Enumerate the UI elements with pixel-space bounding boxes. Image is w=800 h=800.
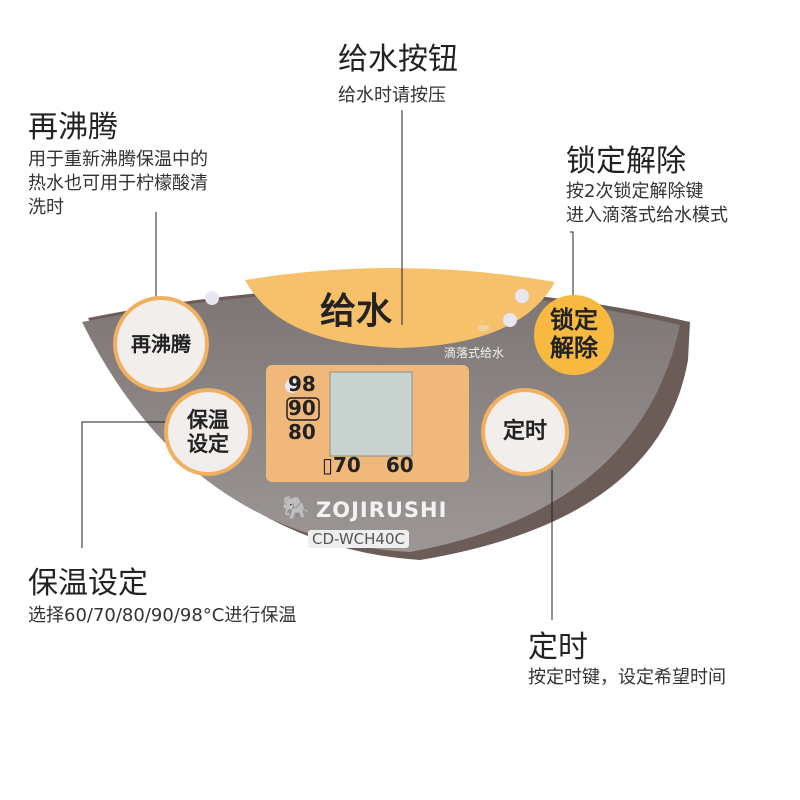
unlock-title: 锁定解除 — [566, 144, 686, 179]
keepwarm-button[interactable]: 保温设定 — [168, 392, 248, 472]
brand-logo: ZOJIRUSHI — [316, 498, 448, 522]
timer-button[interactable]: 定时 — [485, 392, 565, 472]
timer-desc: 按定时键，设定希望时间 — [528, 667, 726, 688]
reboil-button[interactable]: 再沸腾 — [117, 300, 205, 388]
keepwarm-title: 保温设定 — [28, 566, 148, 601]
drip-label: 滴落式给水 — [444, 346, 505, 360]
dispense-desc: 给水时请按压 — [338, 85, 446, 106]
reboil-title: 再沸腾 — [28, 110, 118, 145]
dispense-pad — [245, 267, 555, 348]
cup-icon: ☕ — [476, 316, 491, 335]
unlock-button[interactable]: 锁定解除 — [534, 295, 614, 375]
unlock-desc: 按2次锁定解除键 进入滴落式给水模式 — [566, 181, 728, 226]
lcd-screen — [329, 371, 413, 457]
timer-title: 定时 — [528, 630, 588, 665]
dispense-button[interactable]: 给水 — [320, 291, 393, 332]
temp-scale: 98 90 80 — [288, 372, 316, 444]
elephant-logo-icon: 🐘 — [282, 496, 310, 521]
keepwarm-desc: 选择60/70/80/90/98°C进行保温 — [28, 605, 297, 626]
dispense-title: 给水按钮 — [338, 42, 458, 77]
model-label: CD-WCH40C — [308, 530, 409, 548]
bottle-icon: ▯ — [322, 453, 334, 477]
temp-bottom: ▯70 60 — [322, 453, 414, 477]
reboil-desc: 用于重新沸腾保温中的 热水也可用于柠檬酸清 洗时 — [28, 149, 208, 218]
